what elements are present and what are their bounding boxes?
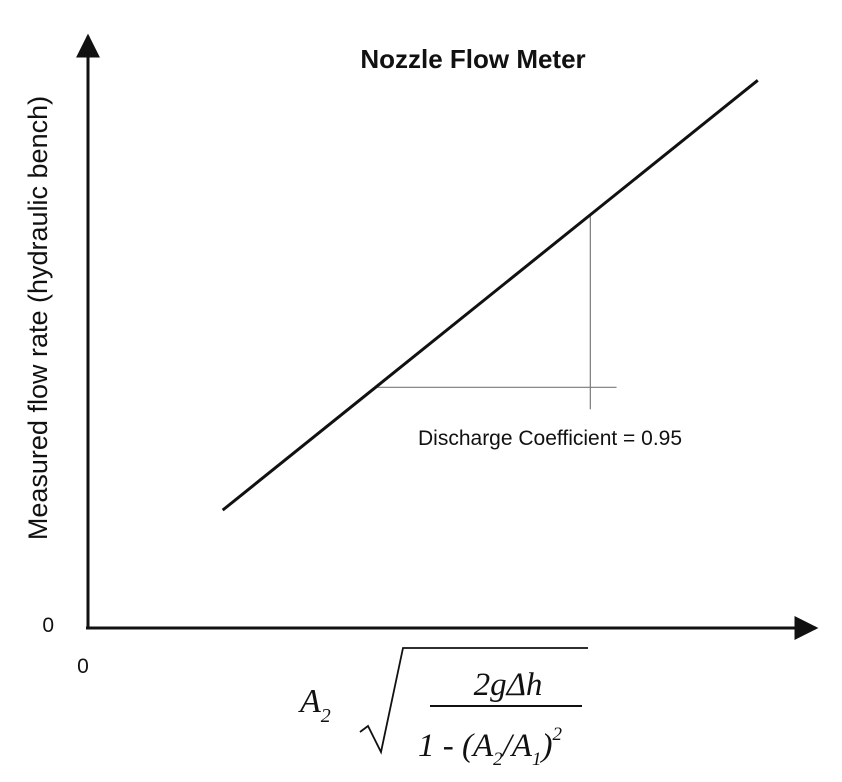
x-label-numerator: 2gΔh — [474, 667, 543, 703]
x-label-coefficient: A2 — [298, 683, 331, 727]
x-label-denominator: 1 - (A2/A1)2 — [418, 724, 562, 770]
x-tick-label-0: 0 — [77, 655, 89, 678]
chart-title: Nozzle Flow Meter — [360, 44, 585, 74]
y-tick-label-0: 0 — [42, 614, 54, 637]
series-line — [221, 79, 759, 512]
y-axis-label: Measured flow rate (hydraulic bench) — [23, 96, 53, 540]
x-label-radical — [359, 647, 588, 755]
x-axis-label-formula: A2 2gΔh 1 - (A2/A1)2 — [298, 647, 588, 770]
discharge-coefficient-annotation: Discharge Coefficient = 0.95 — [418, 427, 682, 450]
